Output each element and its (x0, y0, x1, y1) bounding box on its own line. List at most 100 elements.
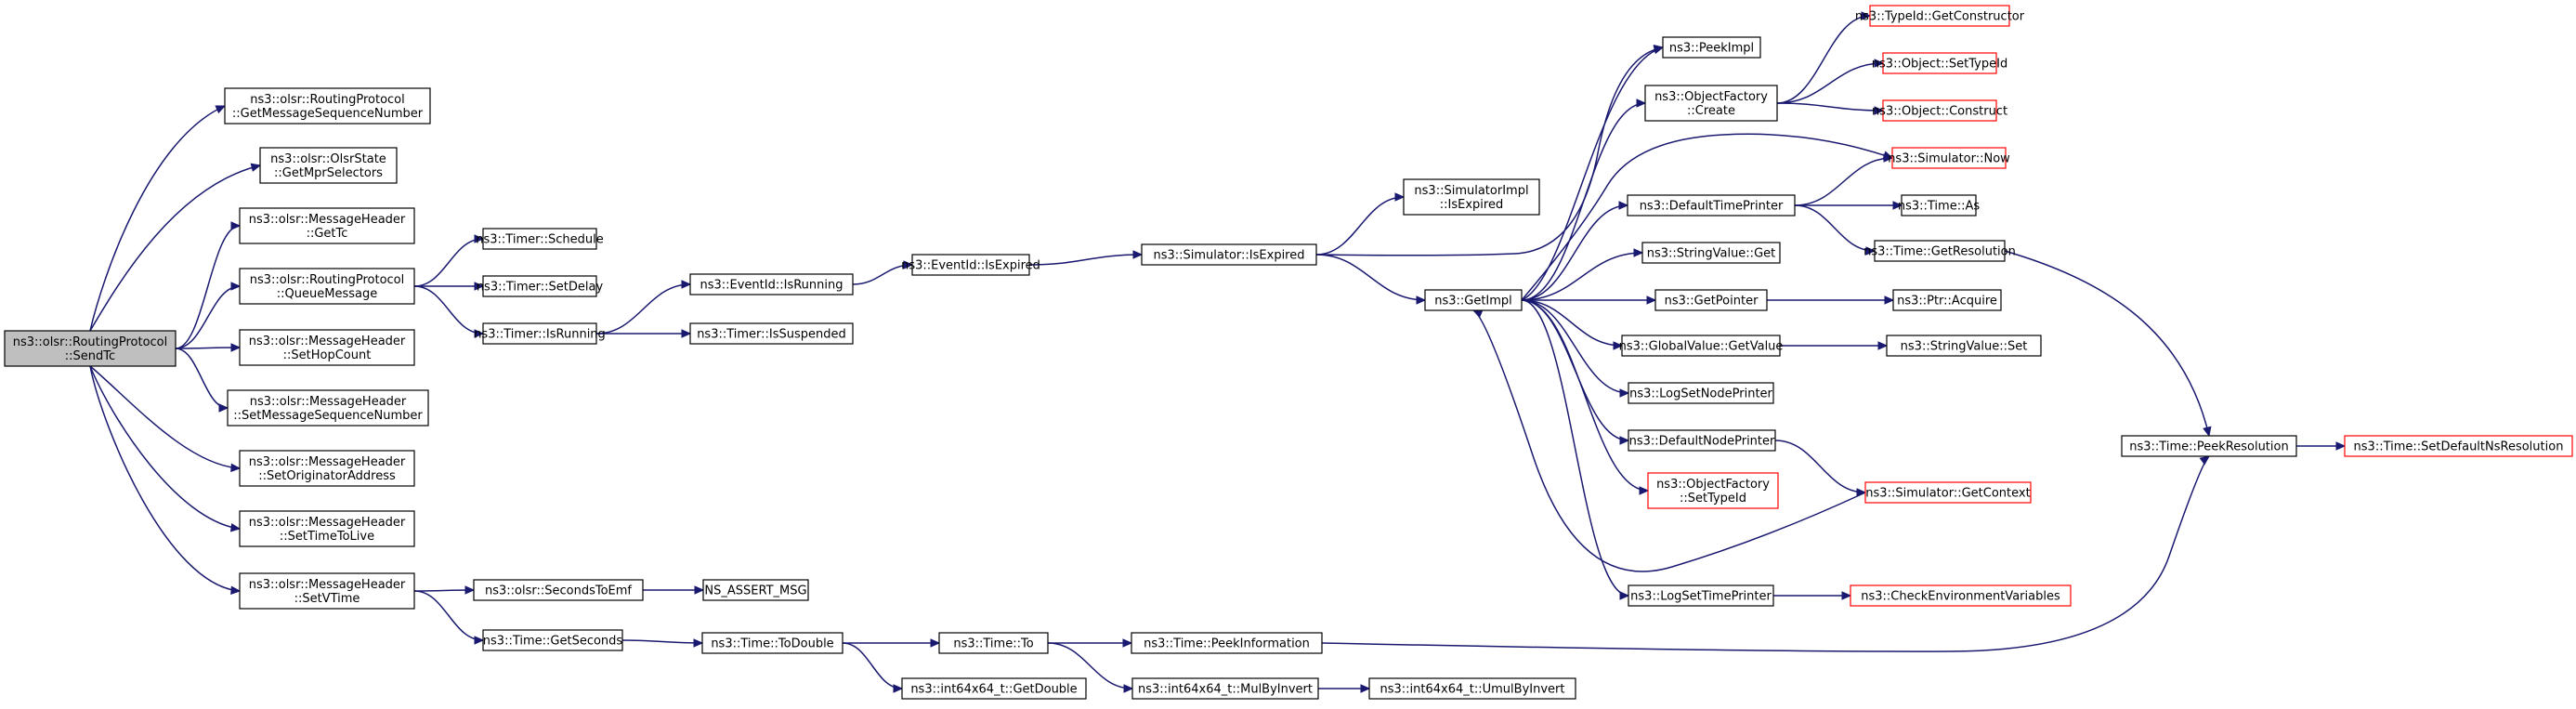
edge-arrowhead (230, 463, 242, 473)
edge-peekres-to-setdefns (2296, 441, 2347, 451)
node-box (1628, 584, 1774, 607)
edge-getimpl-to-logsettime (1521, 299, 1630, 600)
edge-line (1776, 102, 1884, 112)
node-eventexpired[interactable]: ns3::EventId::IsExpired (901, 254, 1040, 276)
node-box (1850, 584, 2072, 607)
edge-line (1472, 309, 1866, 572)
node-label: ns3::PeekImpl (1669, 42, 1754, 56)
edge-line (1521, 299, 1623, 347)
node-objsettype[interactable]: ns3::Object::SetTypeId (1872, 52, 2007, 74)
node-logsettime[interactable]: ns3::LogSetTimePrinter (1628, 584, 1774, 607)
node-simnow[interactable]: ns3::Simulator::Now (1888, 147, 2010, 169)
node-box (689, 273, 854, 295)
node-sethop[interactable]: ns3::olsr::MessageHeader::SetHopCount (239, 329, 415, 366)
node-umulbyinvert[interactable]: ns3::int64x64_t::UmulByInvert (1368, 677, 1576, 700)
node-checkenv[interactable]: ns3::CheckEnvironmentVariables (1850, 584, 2072, 607)
node-timeto[interactable]: ns3::Time::To (938, 632, 1049, 654)
node-box (1628, 382, 1774, 404)
node-typeidctor[interactable]: ns3::TypeId::GetConstructor (1855, 5, 2025, 27)
node-simgetctx[interactable]: ns3::Simulator::GetContext (1864, 481, 2032, 504)
node-logsetnode[interactable]: ns3::LogSetNodePrinter (1628, 382, 1774, 404)
node-timerrunning[interactable]: ns3::Timer::IsRunning (474, 322, 606, 345)
node-peekinfo[interactable]: ns3::Time::PeekInformation (1131, 632, 1323, 654)
node-strvalset[interactable]: ns3::StringValue::Set (1886, 335, 2042, 357)
edge-line (1321, 455, 2210, 652)
node-strvalget[interactable]: ns3::StringValue::Get (1641, 242, 1781, 264)
node-peekimpl[interactable]: ns3::PeekImpl (1662, 36, 1761, 59)
edge-deftimeprinter-to-timeas (1795, 201, 1903, 210)
node-box (702, 579, 809, 601)
edge-timegetsec-to-todouble (621, 638, 704, 648)
node-timegetres[interactable]: ns3::Time::GetResolution (1863, 240, 2016, 262)
node-label: ns3::olsr::MessageHeader (249, 455, 406, 469)
node-globalvalget[interactable]: ns3::GlobalValue::GetValue (1619, 335, 1784, 357)
edge-arrowhead (230, 282, 242, 291)
node-label: ns3::olsr::RoutingProtocol (13, 335, 168, 349)
node-label: ns3::ObjectFactory (1656, 478, 1770, 492)
edge-arrowhead (474, 329, 485, 338)
node-gettc[interactable]: ns3::olsr::MessageHeader::GetTc (239, 207, 415, 244)
edge-line (1521, 299, 1649, 492)
node-label: ns3::int64x64_t::GetDouble (910, 683, 1077, 697)
node-label: ns3::ObjectFactory (1654, 90, 1768, 104)
edge-arrowhead (1619, 436, 1630, 445)
edge-line (2004, 250, 2210, 437)
edge-line (1776, 62, 1884, 104)
node-simexpired[interactable]: ns3::Simulator::IsExpired (1141, 243, 1317, 266)
node-setorig[interactable]: ns3::olsr::MessageHeader::SetOriginatorA… (239, 450, 415, 487)
edge-sendtc-to-setttl (89, 365, 242, 532)
node-eventrunning[interactable]: ns3::EventId::IsRunning (689, 273, 854, 295)
node-box (1892, 289, 2002, 311)
edge-eventrunning-to-eventexpired (852, 260, 914, 285)
node-box (482, 228, 597, 250)
node-setvtime[interactable]: ns3::olsr::MessageHeader::SetVTime (239, 572, 415, 610)
edge-sendtc-to-setvtime (89, 365, 242, 596)
node-setdefns[interactable]: ns3::Time::SetDefaultNsResolution (2344, 435, 2573, 457)
node-getpointer[interactable]: ns3::GetPointer (1654, 289, 1768, 311)
node-todouble[interactable]: ns3::Time::ToDouble (701, 632, 843, 654)
node-deftimeprinter[interactable]: ns3::DefaultTimePrinter (1627, 194, 1796, 217)
node-box (689, 322, 854, 345)
node-timegetsec[interactable]: ns3::Time::GetSeconds (482, 629, 623, 651)
node-peekres[interactable]: ns3::Time::PeekResolution (2121, 435, 2297, 457)
node-label: ns3::Timer::SetDelay (477, 281, 604, 295)
node-setmsgseq[interactable]: ns3::olsr::MessageHeader::SetMessageSequ… (227, 389, 429, 427)
edge-arrowhead (1877, 341, 1889, 350)
edge-arrowhead (1394, 192, 1406, 202)
node-timeas[interactable]: ns3::Time::As (1898, 194, 1981, 217)
node-getimpl[interactable]: ns3::GetImpl (1424, 289, 1523, 311)
node-objfactcreate[interactable]: ns3::ObjectFactory::Create (1644, 85, 1778, 122)
edge-arrowhead (250, 163, 262, 172)
edge-arrowhead (1471, 309, 1484, 319)
node-label: ns3::Simulator::GetContext (1865, 487, 2030, 501)
node-defnodeprinter[interactable]: ns3::DefaultNodePrinter (1628, 429, 1776, 452)
edge-line (413, 285, 484, 335)
node-label: ns3::CheckEnvironmentVariables (1861, 590, 2060, 604)
node-label: ::SetVTime (294, 592, 360, 606)
edge-arrowhead (1861, 11, 1872, 20)
node-simimplexpired[interactable]: ns3::SimulatorImpl::IsExpired (1403, 178, 1540, 216)
node-timersched[interactable]: ns3::Timer::Schedule (476, 228, 604, 250)
edge-queuemsg-to-timerrunning (413, 285, 485, 338)
node-timersusp[interactable]: ns3::Timer::IsSuspended (689, 322, 854, 345)
node-objconstruct[interactable]: ns3::Object::Construct (1872, 99, 2007, 122)
edge-peekinfo-to-peekres (1321, 455, 2210, 652)
node-getmsgseq[interactable]: ns3::olsr::RoutingProtocol::GetMessageSe… (224, 87, 431, 125)
node-box (259, 147, 398, 184)
node-setttl[interactable]: ns3::olsr::MessageHeader::SetTimeToLive (239, 510, 415, 547)
edge-line (413, 589, 475, 592)
node-label: ns3::olsr::OlsrState (270, 152, 386, 166)
node-ptracquire[interactable]: ns3::Ptr::Acquire (1892, 289, 2002, 311)
edge-arrowhead (1619, 591, 1630, 600)
node-timerdelay[interactable]: ns3::Timer::SetDelay (477, 275, 604, 297)
node-box (1627, 194, 1796, 217)
edge-arrowhead (893, 684, 904, 693)
node-queuemsg[interactable]: ns3::olsr::RoutingProtocol::QueueMessage (239, 268, 415, 305)
node-assertmsg[interactable]: NS_ASSERT_MSG (702, 579, 809, 601)
node-getdouble[interactable]: ns3::int64x64_t::GetDouble (901, 677, 1087, 700)
node-secondstoemf[interactable]: ns3::olsr::SecondsToEmf (473, 579, 644, 601)
node-getmpr[interactable]: ns3::olsr::OlsrState::GetMprSelectors (259, 147, 398, 184)
node-objfactsettype[interactable]: ns3::ObjectFactory::SetTypeId (1647, 472, 1779, 509)
node-sendtc[interactable]: ns3::olsr::RoutingProtocol::SendTc (4, 330, 177, 367)
node-mulbyinvert[interactable]: ns3::int64x64_t::MulByInvert (1131, 677, 1319, 700)
